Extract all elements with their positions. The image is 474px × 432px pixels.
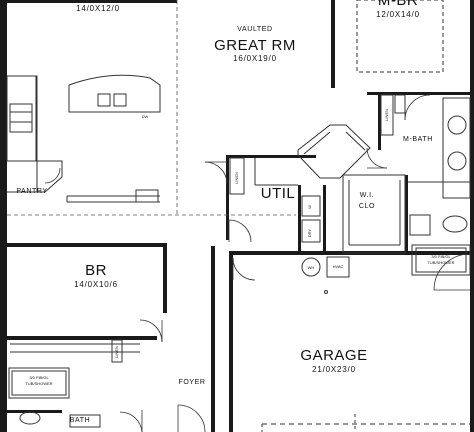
kitchen-dim-label: 14/0X12/0 [76,4,120,13]
cabinetry [6,0,471,432]
great-room-label: GREAT RM [214,37,296,54]
garage-label: GARAGE [300,347,367,364]
dryer-label: DRY [307,228,312,237]
hvac-label: HVAC [333,264,344,269]
bedroom-label: BR [85,262,107,279]
water-heater-label: WH [308,265,315,270]
linen-label-bedroom: LINEN [114,346,119,358]
fixture-labels: 3/0 FIB/GL TUB/SHOWER 3/0 FIB/GL TUB/SHO… [25,109,454,386]
great-room-dim-label: 16/0X19/0 [233,54,277,63]
walk-in-closet-label-1: W.I. [360,192,374,199]
tub-label-master: 3/0 FIB/GL [431,254,451,259]
bedroom-dim-label: 14/0X10/6 [74,280,118,289]
master-bedroom-label: M-BR [378,0,418,9]
pantry-label: PANTRY [16,188,47,195]
bath-label: BATH [70,417,91,424]
linen-label-master: LINEN [384,109,389,121]
master-bath-label: M-BATH [403,136,433,143]
garage-dim-label: 21/0X23/0 [312,365,356,374]
tub-label-master-2: TUB/SHOWER [427,260,454,265]
doors [44,94,471,432]
utility-label: UTIL [261,185,296,202]
dishwasher-label: DW [142,114,149,119]
walk-in-closet-label-2: CLO [359,203,375,210]
vaulted-label: VAULTED [237,26,272,33]
tub-label-bath-2: TUB/SHOWER [25,381,52,386]
open-plan-lines [7,0,296,216]
washer-label: W [307,205,312,209]
linen-label-utility: LINEN [234,172,239,184]
room-labels: 14/0X12/0 M-BR 12/0X14/0 VAULTED GREAT R… [16,0,433,424]
foyer-label: FOYER [178,379,205,386]
master-bedroom-dim-label: 12/0X14/0 [376,10,420,19]
tub-label-bath: 3/0 FIB/GL [29,375,49,380]
